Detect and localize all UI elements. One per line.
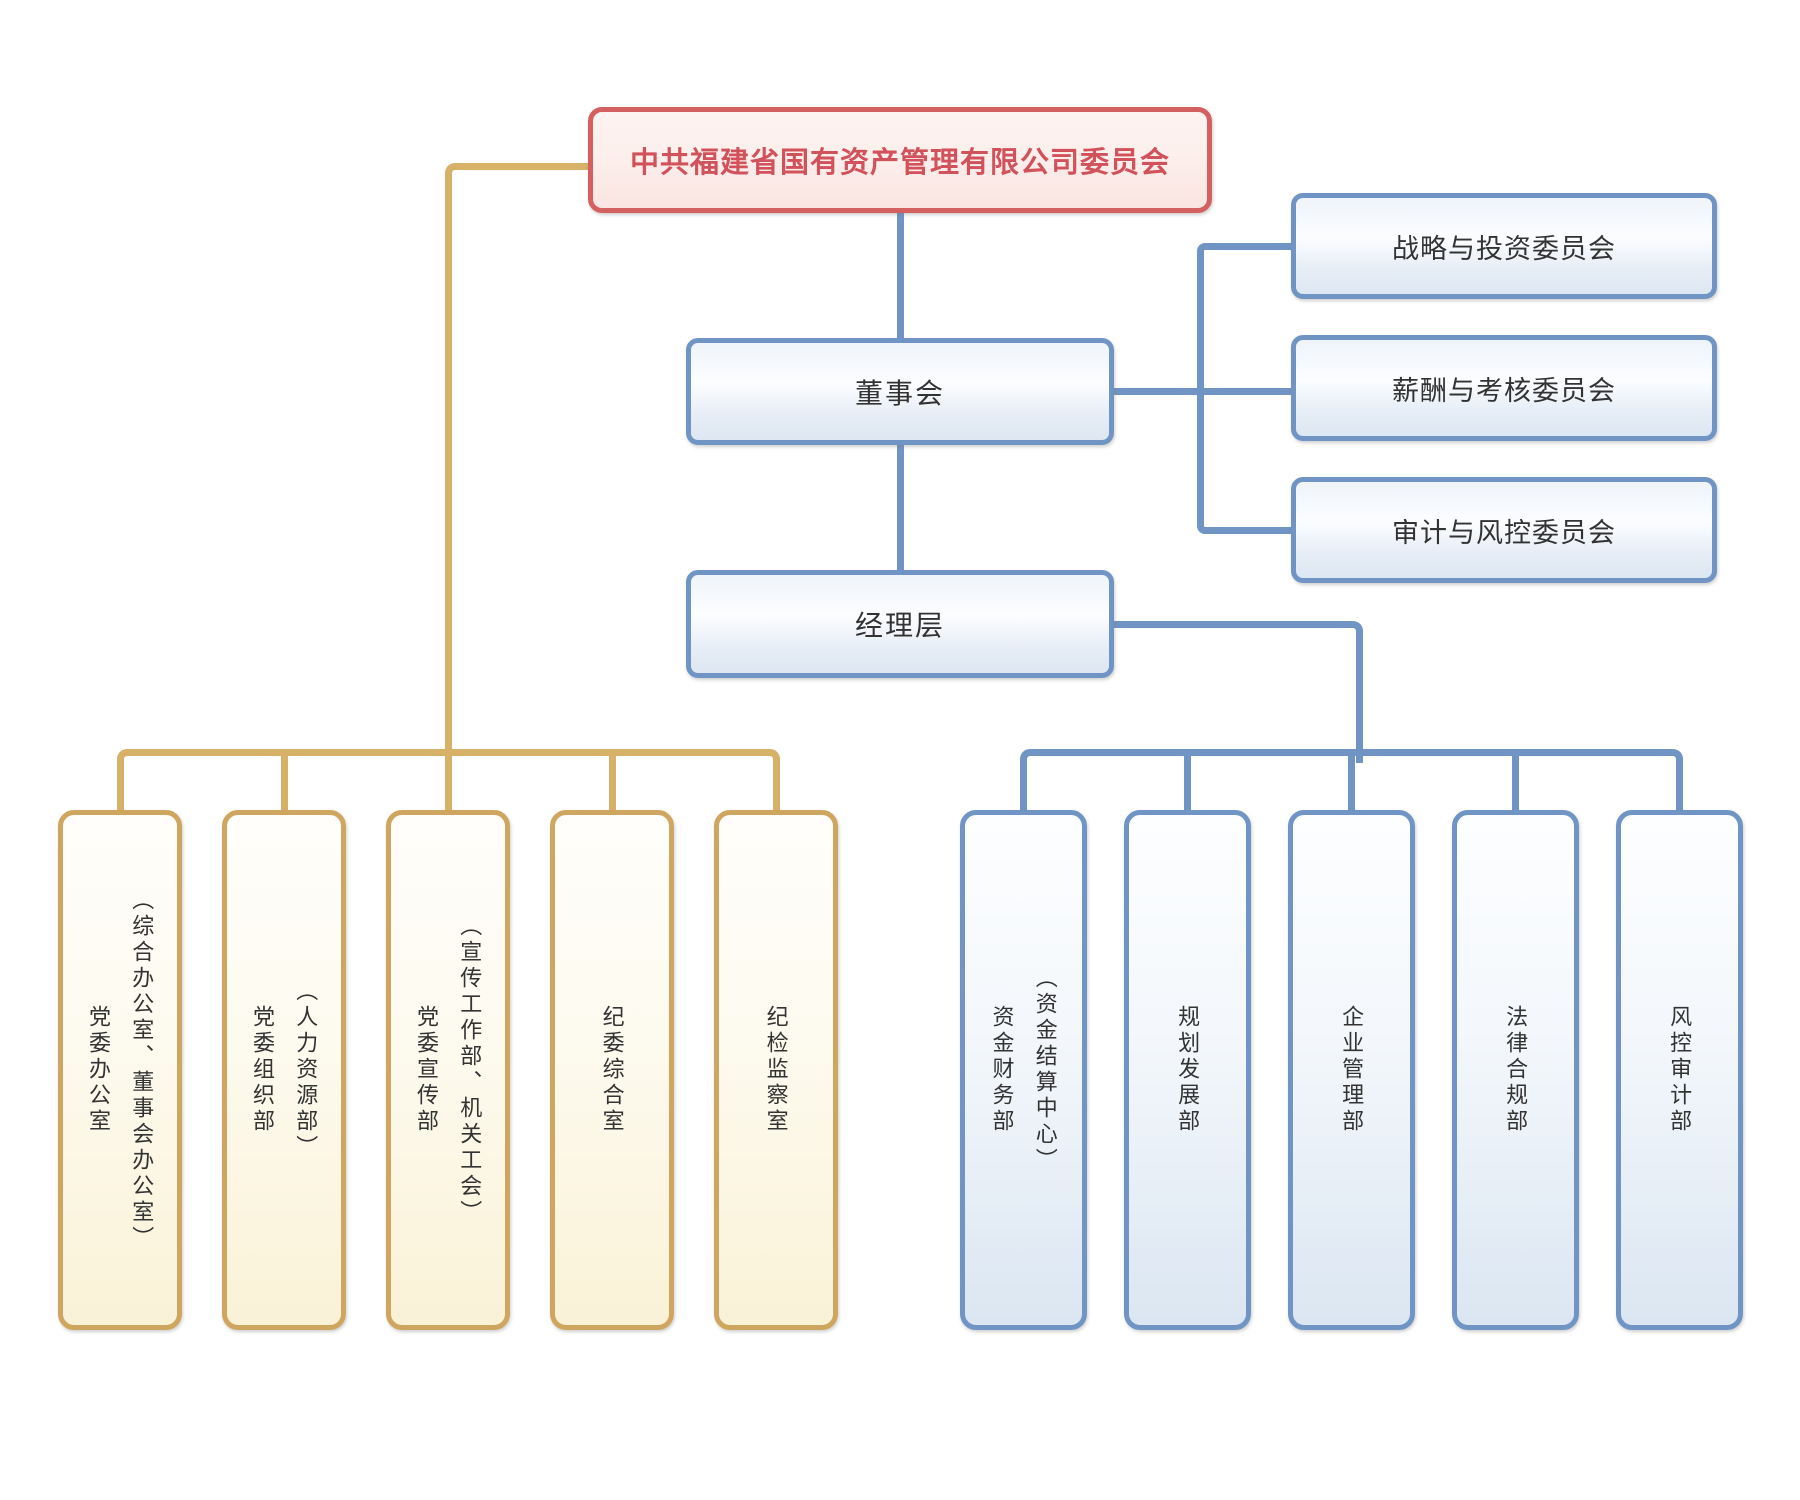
dept-subname: （宣传工作部、机关工会） xyxy=(457,914,483,1226)
committee-label: 审计与风控委员会 xyxy=(1392,517,1616,548)
committee-label: 战略与投资委员会 xyxy=(1392,233,1616,264)
committee-box-compensation: 薪酬与考核委员会 xyxy=(1291,335,1717,441)
connector-board-management xyxy=(896,445,904,572)
connector-blue-drop-3 xyxy=(1347,749,1355,810)
management-box: 经理层 xyxy=(686,570,1114,678)
management-dept-box: 规划发展部 xyxy=(1124,810,1251,1330)
committee-box-audit: 审计与风控委员会 xyxy=(1291,477,1717,583)
connector-gold-drop-2 xyxy=(280,749,288,810)
connector-party-elbow xyxy=(444,163,595,764)
connector-gold-drop-3 xyxy=(444,749,452,810)
management-dept-box: 法律合规部 xyxy=(1452,810,1579,1330)
management-dept-box: 资金财务部 （资金结算中心） xyxy=(960,810,1087,1330)
dept-name: 党委宣传部 xyxy=(414,1005,439,1135)
dept-subname: （人力资源部） xyxy=(293,979,319,1161)
board-label: 董事会 xyxy=(854,377,945,409)
dept-subname: （综合办公室、董事会办公室） xyxy=(129,888,155,1252)
connector-management-elbow xyxy=(1114,621,1363,763)
management-dept-box: 企业管理部 xyxy=(1288,810,1415,1330)
party-dept-box: 党委宣传部 （宣传工作部、机关工会） xyxy=(386,810,510,1330)
party-dept-box: 党委办公室 （综合办公室、董事会办公室） xyxy=(58,810,182,1330)
dept-name: 企业管理部 xyxy=(1339,1005,1365,1135)
party-dept-box: 纪检监察室 xyxy=(714,810,838,1330)
dept-name: 法律合规部 xyxy=(1503,1005,1529,1135)
connector-title-board xyxy=(896,213,904,340)
party-dept-box: 纪委综合室 xyxy=(550,810,674,1330)
dept-name: 风控审计部 xyxy=(1667,1005,1693,1135)
title-label: 中共福建省国有资产管理有限公司委员会 xyxy=(629,147,1170,179)
management-label: 经理层 xyxy=(854,610,945,641)
dept-name: 纪检监察室 xyxy=(763,1005,789,1135)
dept-name: 资金财务部 xyxy=(989,1005,1015,1135)
party-dept-box: 党委组织部 （人力资源部） xyxy=(222,810,346,1330)
dept-name: 规划发展部 xyxy=(1175,1005,1201,1135)
connector-committee-trunk xyxy=(1196,242,1298,534)
dept-name: 纪委综合室 xyxy=(599,1005,625,1135)
connector-gold-drop-4 xyxy=(608,749,616,810)
dept-name: 党委组织部 xyxy=(250,1005,275,1135)
connector-blue-drop-2 xyxy=(1183,749,1191,810)
dept-subname: （资金结算中心） xyxy=(1032,966,1058,1174)
committee-label: 薪酬与考核委员会 xyxy=(1392,375,1616,406)
committee-box-strategy: 战略与投资委员会 xyxy=(1291,193,1717,299)
dept-name: 党委办公室 xyxy=(86,1005,111,1135)
connector-blue-drop-4 xyxy=(1511,749,1519,810)
title-box: 中共福建省国有资产管理有限公司委员会 xyxy=(588,107,1212,213)
management-dept-box: 风控审计部 xyxy=(1616,810,1743,1330)
board-box: 董事会 xyxy=(686,338,1114,445)
